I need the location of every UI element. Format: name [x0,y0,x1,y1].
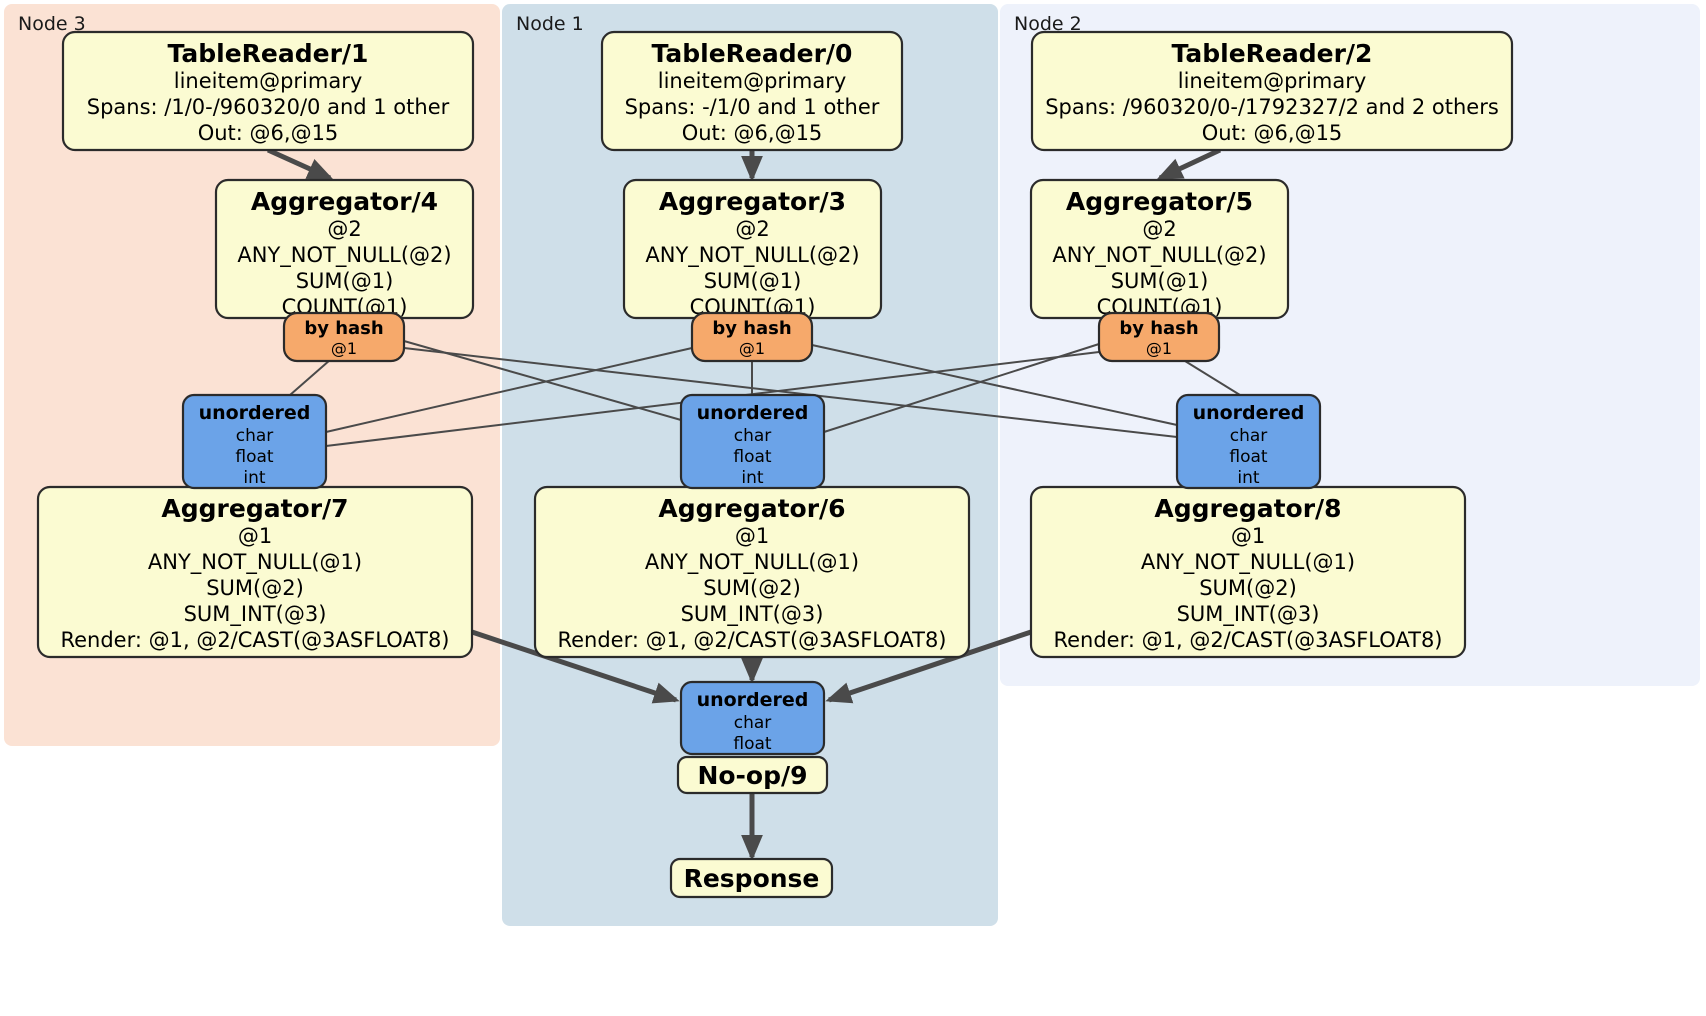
processor-line-aggregator6-2: SUM(@2) [703,576,801,600]
hash-router-byhash5[interactable]: by hash@1 [1097,311,1221,363]
processor-title-aggregator8: Aggregator/8 [1154,494,1341,523]
processor-line-tablereader2-0: lineitem@primary [1178,69,1367,93]
hash-sub-byhash5: @1 [1146,339,1172,358]
processor-line-aggregator6-0: @1 [735,524,769,548]
processor-line-aggregator7-1: ANY_NOT_NULL(@1) [148,550,362,575]
processor-line-aggregator4-1: ANY_NOT_NULL(@2) [237,243,451,268]
processor-line-aggregator4-2: SUM(@1) [296,269,394,293]
hash-label-byhash5: by hash [1119,318,1198,339]
router-line-unordered6-2: int [741,468,763,488]
terminal-title-noop9: No-op/9 [697,761,807,790]
panel-label-node1: Node 1 [516,13,584,35]
processor-aggregator6[interactable]: Aggregator/6@1ANY_NOT_NULL(@1)SUM(@2)SUM… [533,485,971,659]
edge-tablereader2-to-aggregator5 [1156,147,1222,181]
edge-aggregator8-to-unordered9 [825,629,1032,704]
edge-byhash5-to-unordered6 [823,343,1100,433]
terminal-title-response: Response [684,864,820,893]
processor-line-tablereader1-2: Out: @6,@15 [198,121,339,145]
edge-aggregator7-to-unordered9 [471,629,680,704]
router-title-unordered6: unordered [697,402,809,424]
processor-line-aggregator7-0: @1 [238,524,272,548]
router-line-unordered7-0: char [236,426,274,446]
processor-line-aggregator7-3: SUM_INT(@3) [184,602,327,627]
processor-line-tablereader0-1: Spans: -/1/0 and 1 other [625,95,880,119]
router-line-unordered9-0: char [734,713,772,733]
processor-title-aggregator4: Aggregator/4 [251,187,438,216]
terminal-noop9[interactable]: No-op/9 [676,755,829,795]
processor-title-tablereader0: TableReader/0 [652,39,853,68]
processor-line-tablereader1-1: Spans: /1/0-/960320/0 and 1 other [87,95,450,119]
processor-aggregator8[interactable]: Aggregator/8@1ANY_NOT_NULL(@1)SUM(@2)SUM… [1029,485,1467,659]
processor-aggregator4[interactable]: Aggregator/4@2ANY_NOT_NULL(@2)SUM(@1)COU… [214,178,475,320]
edge-byhash5-to-unordered8 [1184,360,1241,396]
router-title-unordered9: unordered [697,689,809,711]
processor-line-aggregator5-1: ANY_NOT_NULL(@2) [1052,243,1266,268]
processor-title-aggregator5: Aggregator/5 [1066,187,1253,216]
processor-aggregator5[interactable]: Aggregator/5@2ANY_NOT_NULL(@2)SUM(@1)COU… [1029,178,1290,320]
router-line-unordered7-1: float [235,447,274,467]
hash-label-byhash4: by hash [304,318,383,339]
hash-label-byhash3: by hash [712,318,791,339]
router-line-unordered6-1: float [733,447,772,467]
terminal-response[interactable]: Response [669,857,834,899]
processor-line-tablereader0-2: Out: @6,@15 [682,121,823,145]
processor-line-tablereader2-1: Spans: /960320/0-/1792327/2 and 2 others [1045,95,1499,119]
hash-router-byhash4[interactable]: by hash@1 [282,311,406,363]
edge-tablereader1-to-aggregator4 [266,147,334,181]
processor-line-tablereader2-2: Out: @6,@15 [1202,121,1343,145]
processor-line-aggregator6-1: ANY_NOT_NULL(@1) [645,550,859,575]
processor-title-aggregator6: Aggregator/6 [658,494,845,523]
processor-line-aggregator8-4: Render: @1, @2/CAST(@3ASFLOAT8) [1053,628,1442,652]
processor-line-aggregator3-2: SUM(@1) [704,269,802,293]
processor-line-aggregator4-0: @2 [327,217,361,241]
router-line-unordered8-0: char [1230,426,1268,446]
processor-aggregator3[interactable]: Aggregator/3@2ANY_NOT_NULL(@2)SUM(@1)COU… [622,178,883,320]
processor-line-aggregator7-2: SUM(@2) [206,576,304,600]
processor-aggregator7[interactable]: Aggregator/7@1ANY_NOT_NULL(@1)SUM(@2)SUM… [36,485,474,659]
router-line-unordered9-1: float [733,734,772,754]
hash-sub-byhash3: @1 [739,339,765,358]
edge-byhash4-to-unordered7 [289,359,331,396]
processor-line-aggregator8-1: ANY_NOT_NULL(@1) [1141,550,1355,575]
processor-title-tablereader2: TableReader/2 [1172,39,1373,68]
router-line-unordered8-2: int [1237,468,1259,488]
panel-label-node3: Node 3 [18,13,86,35]
processor-line-aggregator3-1: ANY_NOT_NULL(@2) [645,243,859,268]
edge-byhash3-to-unordered8 [811,344,1178,426]
processor-line-aggregator8-2: SUM(@2) [1199,576,1297,600]
processor-line-aggregator5-2: SUM(@1) [1111,269,1209,293]
processor-title-aggregator3: Aggregator/3 [659,187,846,216]
processor-line-tablereader1-0: lineitem@primary [174,69,363,93]
edge-byhash4-to-unordered8 [403,347,1178,438]
edges-layer [266,147,1241,861]
processor-line-tablereader0-0: lineitem@primary [658,69,847,93]
edge-byhash3-to-unordered7 [325,347,693,433]
processor-line-aggregator8-3: SUM_INT(@3) [1177,602,1320,627]
router-line-unordered7-2: int [243,468,265,488]
processor-line-aggregator8-0: @1 [1231,524,1265,548]
processor-title-aggregator7: Aggregator/7 [161,494,348,523]
hash-router-byhash3[interactable]: by hash@1 [690,311,814,363]
processor-title-tablereader1: TableReader/1 [168,39,369,68]
hash-sub-byhash4: @1 [331,339,357,358]
router-title-unordered7: unordered [199,402,311,424]
processor-line-aggregator3-0: @2 [735,217,769,241]
router-line-unordered8-1: float [1229,447,1268,467]
processor-line-aggregator7-4: Render: @1, @2/CAST(@3ASFLOAT8) [60,628,449,652]
processor-line-aggregator6-4: Render: @1, @2/CAST(@3ASFLOAT8) [557,628,946,652]
router-line-unordered6-0: char [734,426,772,446]
router-title-unordered8: unordered [1193,402,1305,424]
panel-label-node2: Node 2 [1014,13,1082,35]
processor-line-aggregator5-0: @2 [1142,217,1176,241]
processor-line-aggregator6-3: SUM_INT(@3) [681,602,824,627]
